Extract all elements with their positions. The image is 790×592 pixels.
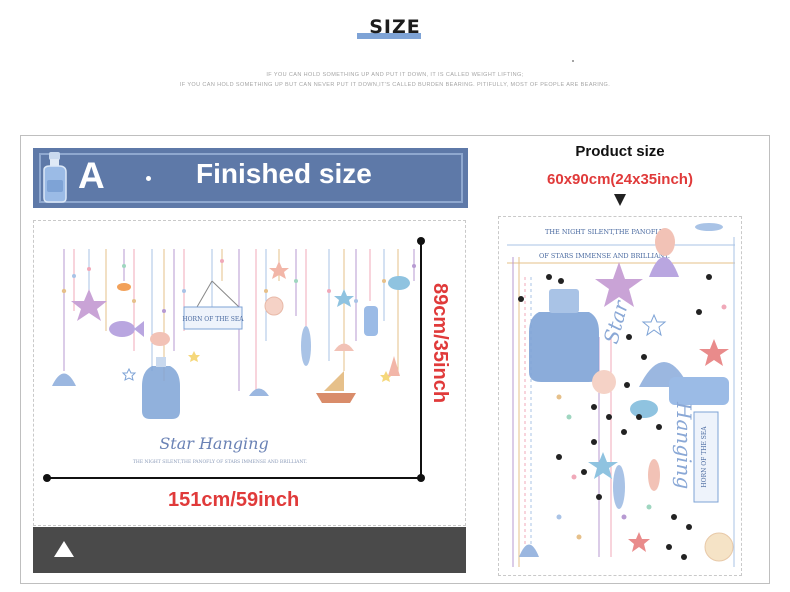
- arrow-down-icon: [614, 194, 626, 206]
- title-underline: [357, 33, 421, 39]
- height-dimension-line: [420, 241, 422, 478]
- bottom-bar: [33, 527, 466, 573]
- sheet-line-1: THE NIGHT SILENT,THE PANOFLY: [545, 228, 664, 236]
- section-title: SIZE: [0, 16, 790, 38]
- sheet-sign: HORN OF THE SEA: [701, 426, 708, 488]
- dimension-endpoint: [417, 474, 425, 482]
- banner-title: Finished size: [196, 158, 372, 189]
- sheet-line-2: OF STARS IMMENSE AND BRILLIANT.: [539, 252, 670, 260]
- triangle-up-icon: [54, 541, 74, 557]
- section-title-text: SIZE: [369, 16, 421, 38]
- product-size-title: Product size: [575, 143, 665, 160]
- dimension-endpoint: [43, 474, 51, 482]
- product-sheet-image: THE NIGHT SILENT,THE PANOFLY OF STARS IM…: [498, 216, 742, 576]
- dimension-endpoint: [417, 237, 425, 245]
- banner-border: [39, 153, 463, 203]
- art-subtitle: THE NIGHT SILENT,THE PANOFLY OF STARS IM…: [133, 459, 308, 465]
- finished-height-label: 89cm/35inch: [429, 283, 451, 404]
- width-dimension-line: [47, 477, 422, 479]
- banner-letter: A: [78, 155, 105, 196]
- finished-width-label: 151cm/59inch: [168, 489, 300, 511]
- caption-line-1: IF YOU CAN HOLD SOMETHING UP AND PUT IT …: [266, 72, 524, 78]
- finished-size-image: HORN OF THE SEA Star Hanging THE NIGHT S…: [33, 220, 466, 526]
- sheet-word-hanging: Hanging: [672, 401, 696, 489]
- banner-dot: [146, 176, 151, 181]
- caption-line-2: IF YOU CAN HOLD SOMETHING UP BUT CAN NEV…: [179, 82, 611, 88]
- sticker-sheet-illustration: THE NIGHT SILENT,THE PANOFLY OF STARS IM…: [507, 223, 735, 567]
- hanging-decor-illustration: HORN OF THE SEA Star Hanging THE NIGHT S…: [52, 249, 416, 465]
- bottle-icon: [43, 152, 67, 203]
- product-size-value: 60x90cm(24x35inch): [547, 171, 693, 188]
- sign-text: HORN OF THE SEA: [182, 316, 244, 323]
- decor-dot: [572, 60, 574, 62]
- finished-size-banner: [33, 148, 468, 208]
- art-title: Star Hanging: [159, 434, 268, 453]
- content-frame: [20, 135, 770, 584]
